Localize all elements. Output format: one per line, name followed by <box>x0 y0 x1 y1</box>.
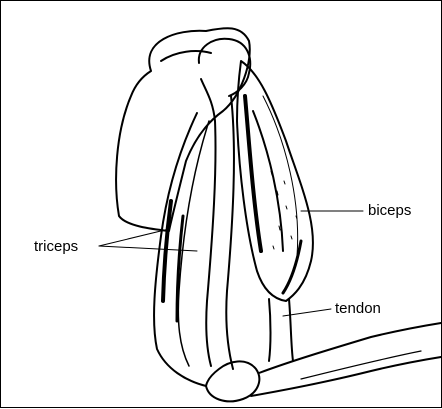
biceps-inner-2 <box>263 96 298 256</box>
tendon-label: tendon <box>335 300 381 317</box>
humerus-shaft-inner <box>226 96 234 369</box>
biceps-shading-2 <box>283 241 301 293</box>
tendon-outline <box>269 299 271 361</box>
shoulder-outline <box>116 28 250 231</box>
biceps-label: biceps <box>368 202 411 219</box>
forearm-lower <box>251 357 441 396</box>
deltoid-inner-line <box>161 51 211 61</box>
triceps-leader-1 <box>99 229 169 246</box>
triceps-label: triceps <box>34 238 78 255</box>
tendon-outline-2 <box>289 299 293 361</box>
humerus-head <box>199 39 250 96</box>
forearm-line <box>301 351 421 379</box>
forearm-upper <box>259 323 441 373</box>
triceps-shading-2 <box>177 216 183 321</box>
triceps-inner <box>178 121 209 366</box>
